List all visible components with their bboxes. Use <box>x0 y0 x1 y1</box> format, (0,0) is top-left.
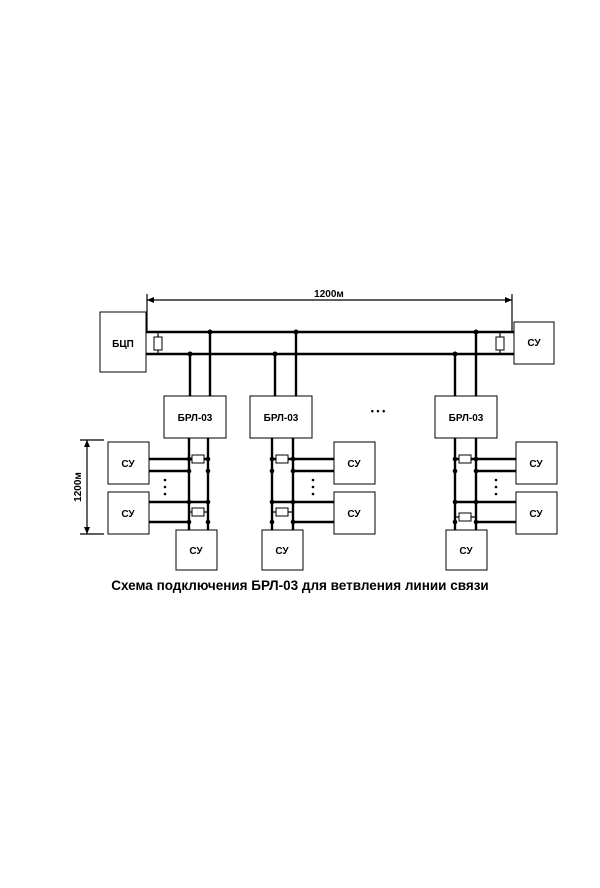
branch-1: БРЛ-03 СУ СУ СУ <box>107 332 227 571</box>
su-label: СУ <box>459 546 473 557</box>
branches-ellipsis: • • • <box>371 406 385 416</box>
su-label: СУ <box>527 338 541 349</box>
brl-box-2 <box>249 395 313 439</box>
su-box-b3-mid <box>515 491 558 535</box>
su-label: СУ <box>121 509 135 520</box>
main-su-box: СУ <box>495 321 555 365</box>
bcp-label: БЦП <box>112 339 134 350</box>
su-terminator <box>495 336 505 351</box>
side-dimension: 1200м <box>73 439 104 535</box>
su-label: СУ <box>189 546 203 557</box>
diagram-caption: Схема подключения БРЛ-03 для ветвления л… <box>111 578 489 593</box>
su-box-b1-bottom <box>175 529 218 571</box>
main-line-junctions <box>187 329 479 357</box>
su-box-b2-top <box>333 441 376 485</box>
su-box-b2-mid <box>333 491 376 535</box>
su-label: СУ <box>529 459 543 470</box>
branch-2: БРЛ-03 СУ СУ СУ <box>249 332 376 571</box>
brl-label-1: БРЛ-03 <box>178 413 213 424</box>
bcp-box: БЦП <box>99 311 163 373</box>
brl-label-2: БРЛ-03 <box>264 413 299 424</box>
brl-label-3: БРЛ-03 <box>449 413 484 424</box>
su-box-b2-bottom <box>261 529 304 571</box>
su-box-b3-top <box>515 441 558 485</box>
su-box-b1-mid <box>107 491 150 535</box>
main-line <box>144 330 514 356</box>
su-label: СУ <box>275 546 289 557</box>
span-side-label: 1200м <box>73 472 84 502</box>
su-box-b3-bottom <box>445 529 488 571</box>
su-label: СУ <box>529 509 543 520</box>
brl-box-1 <box>163 395 227 439</box>
su-label: СУ <box>347 509 361 520</box>
span-top-label: 1200м <box>314 289 344 300</box>
su-box-b1-top <box>107 441 150 485</box>
top-dimension: 1200м <box>146 289 513 332</box>
su-label: СУ <box>121 459 135 470</box>
su-label: СУ <box>347 459 361 470</box>
brl-box-3 <box>434 395 498 439</box>
branch-3: БРЛ-03 СУ СУ СУ <box>434 332 558 571</box>
bcp-terminator <box>153 336 163 351</box>
